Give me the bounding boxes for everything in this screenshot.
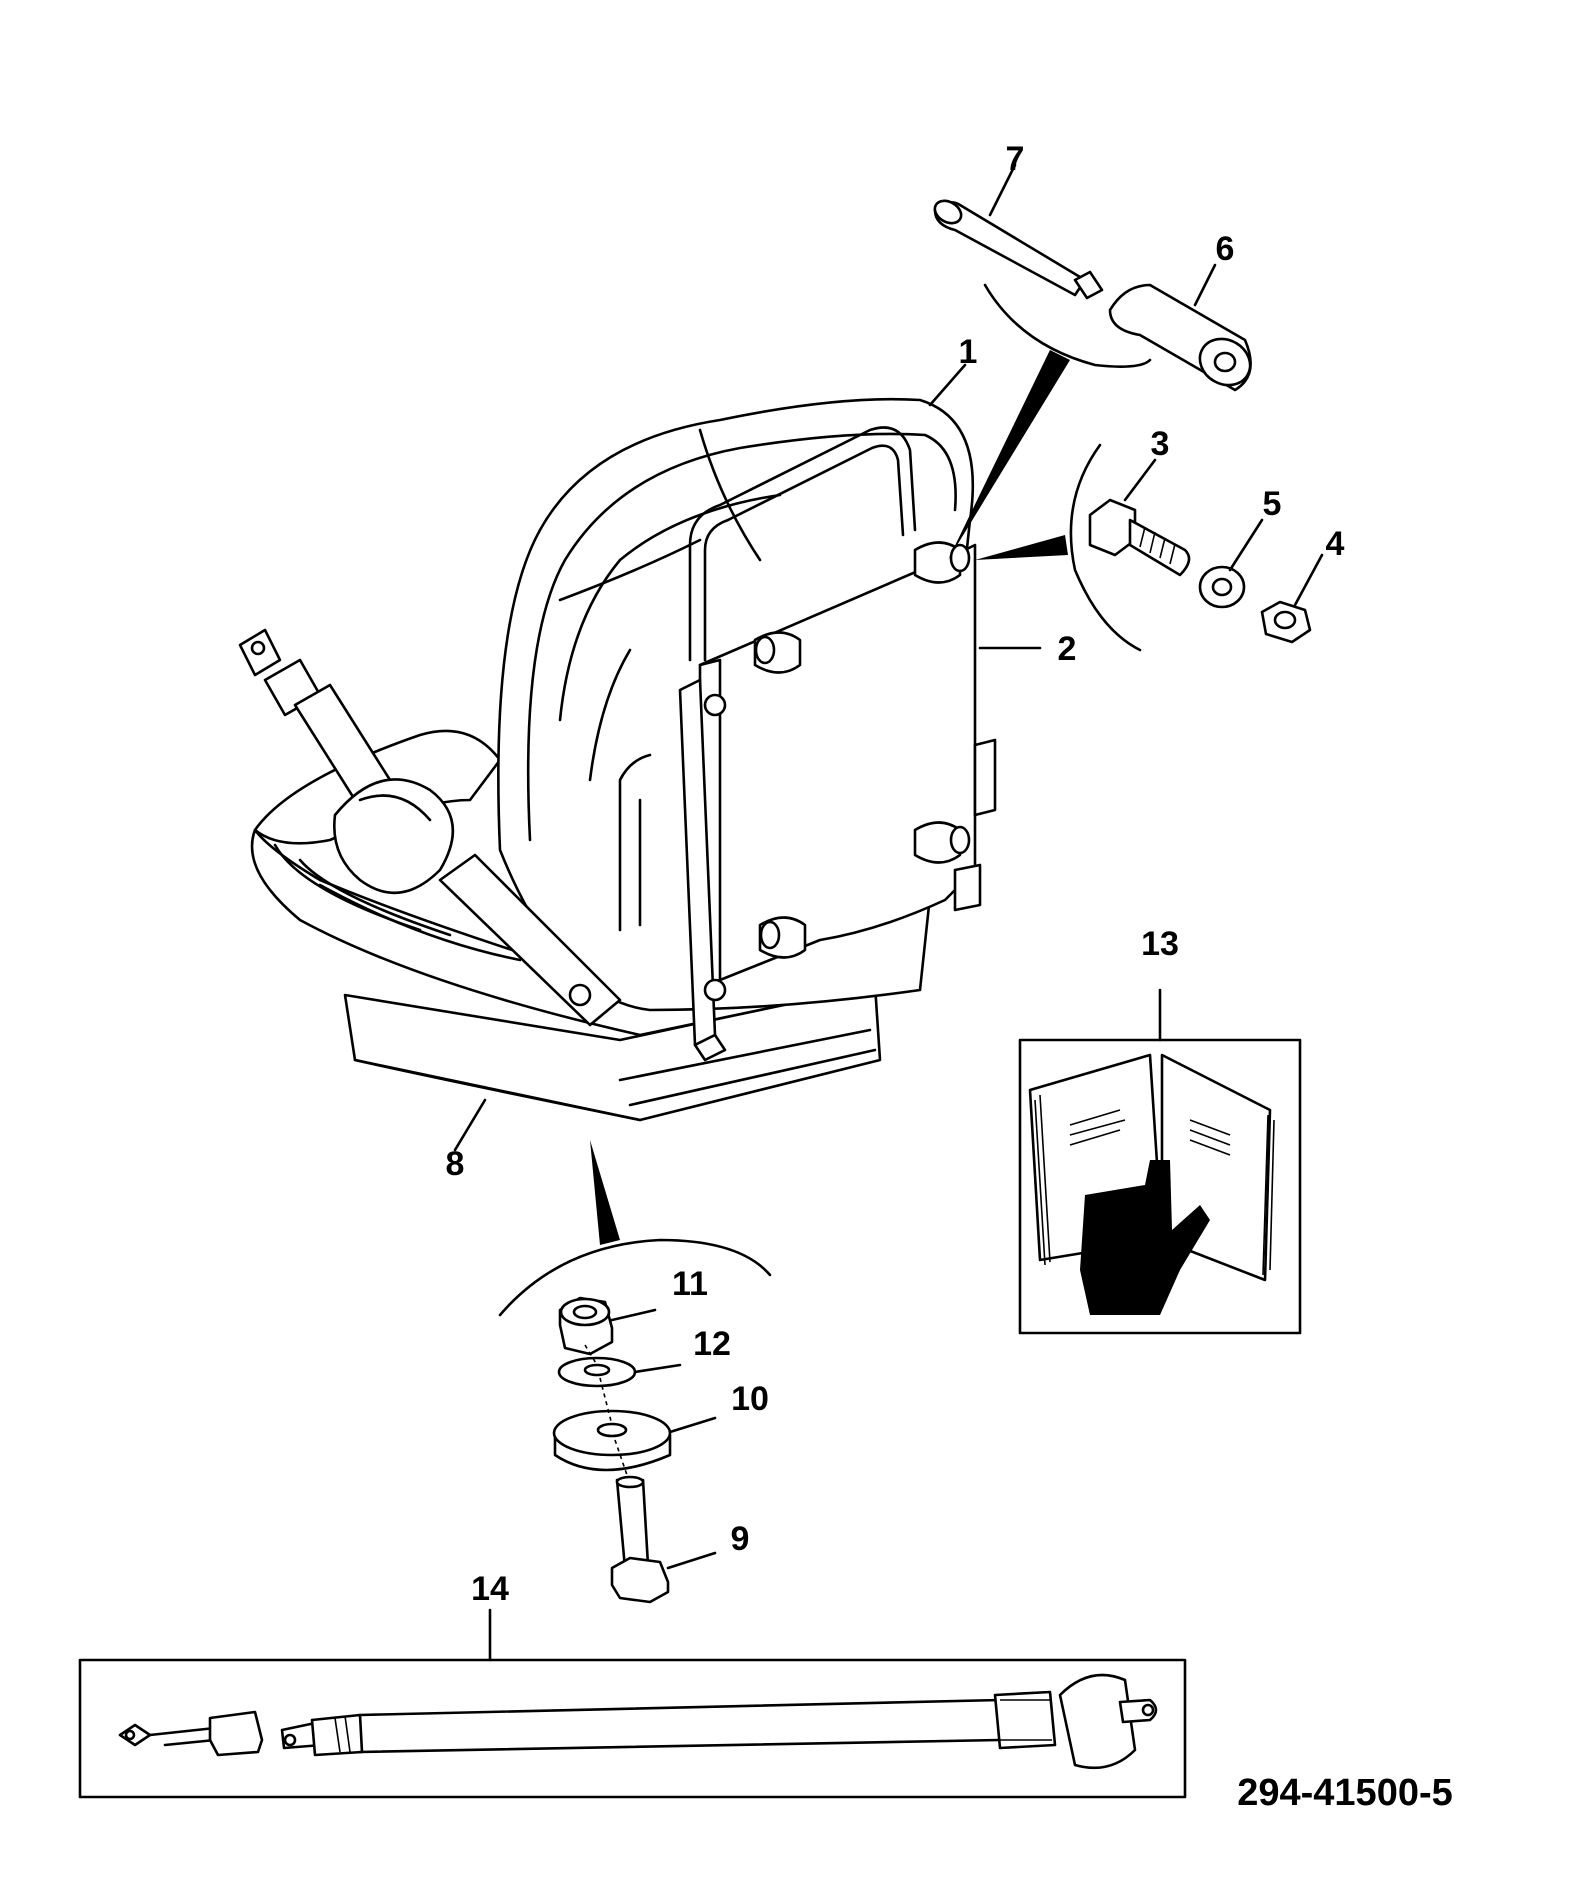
spacer-washer-part-10 (552, 1409, 672, 1472)
detail-pointer-3-4-5 (975, 535, 1068, 560)
detail-arc-3-4-5 (1069, 443, 1142, 652)
label-part-14: 14 (471, 1570, 509, 1608)
label-part-12: 12 (693, 1325, 731, 1363)
label-part-13: 13 (1141, 925, 1179, 963)
label-part-8: 8 (446, 1145, 465, 1183)
operators-manual-part-13 (1018, 988, 1302, 1335)
nut-part-11 (558, 1296, 614, 1356)
mounting-plate-part-2 (678, 541, 997, 1062)
label-part-10: 10 (731, 1380, 769, 1418)
seat-back-handle (688, 426, 917, 662)
label-part-2: 2 (1058, 630, 1077, 668)
spacer-part-6 (1108, 283, 1252, 392)
detail-pointer-9-12 (590, 1140, 620, 1245)
bolt-part-9 (610, 1475, 670, 1604)
label-part-1: 1 (959, 333, 978, 371)
detail-arc-9-12 (498, 1238, 772, 1317)
label-part-11: 11 (672, 1265, 708, 1303)
stud-bottom-right (913, 821, 971, 864)
label-part-4: 4 (1326, 525, 1345, 563)
stud-top-right (913, 541, 971, 584)
washer-part-5 (1198, 565, 1246, 609)
stud-mid-left (753, 631, 802, 674)
detail-pointer-6-7 (948, 350, 1070, 560)
label-part-5: 5 (1263, 485, 1282, 523)
bolt-part-3 (1088, 498, 1191, 577)
label-part-7: 7 (1006, 140, 1025, 178)
label-part-6: 6 (1216, 230, 1235, 268)
seat-belt-mounted (238, 628, 622, 1027)
label-part-9: 9 (731, 1520, 750, 1558)
stud-bottom-left (758, 916, 807, 959)
seat-assembly (238, 397, 997, 1122)
nut-part-4 (1260, 600, 1312, 644)
leader-lines (453, 163, 1324, 1570)
detail-arc-6-7 (983, 283, 1152, 368)
seat-belt-part-14 (78, 1608, 1187, 1799)
label-part-3: 3 (1151, 425, 1170, 463)
washer-part-12 (557, 1356, 637, 1388)
pin-part-7 (933, 199, 1104, 300)
seat-base-part-8 (343, 983, 882, 1122)
drawing-number: 294-41500-5 (1237, 1772, 1453, 1814)
